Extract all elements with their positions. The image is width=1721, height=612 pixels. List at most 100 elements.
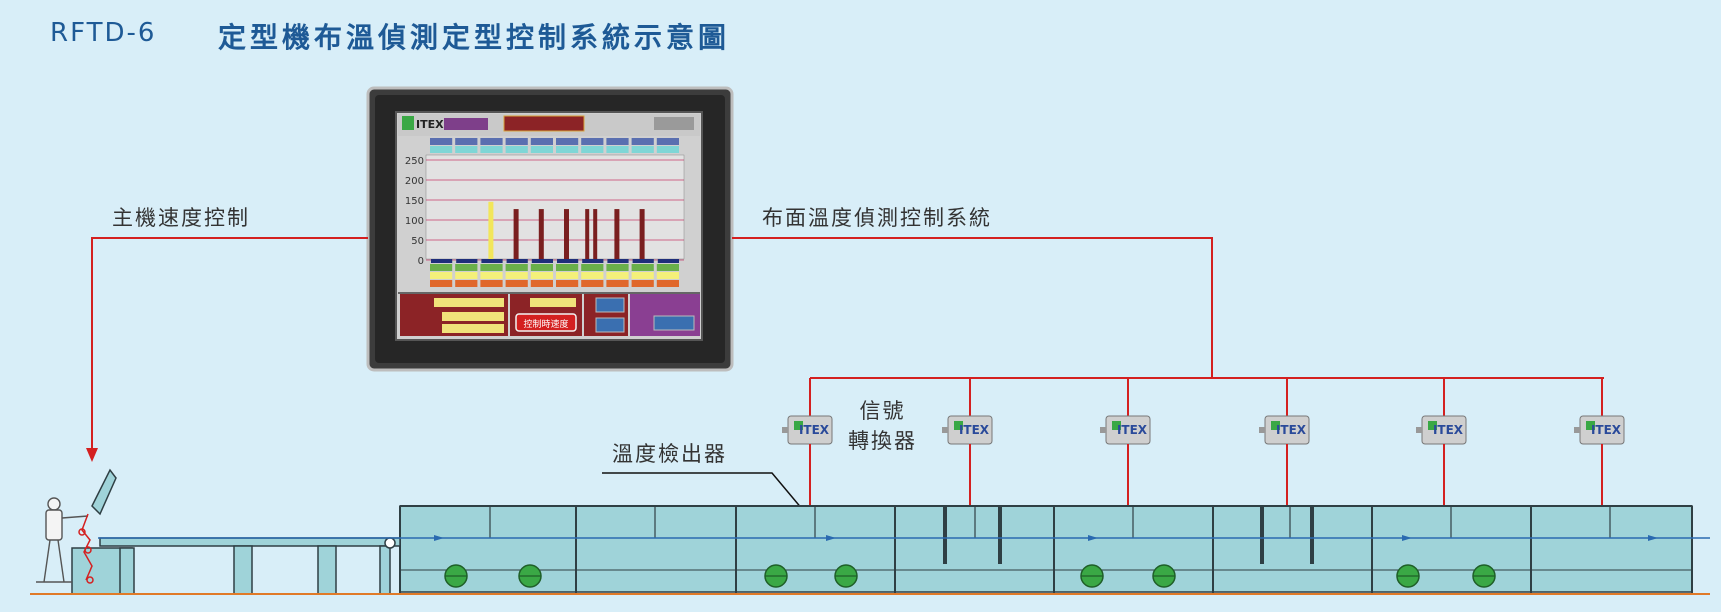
hmi-y-tick: 150 bbox=[405, 196, 424, 207]
hmi-zone-tab bbox=[531, 138, 553, 145]
hmi-touchscreen: ITEX 250200150100500 控制時速度 bbox=[368, 88, 732, 370]
hmi-cell-green bbox=[556, 264, 578, 271]
hmi-zone-tab bbox=[606, 138, 628, 145]
hmi-zone-tab bbox=[556, 138, 578, 145]
hmi-cell-orange bbox=[606, 280, 628, 287]
hmi-cell-yellow bbox=[430, 272, 452, 279]
hmi-cell-orange bbox=[506, 280, 528, 287]
roller bbox=[519, 565, 541, 587]
hmi-cell-yellow bbox=[506, 272, 528, 279]
hmi-bar bbox=[564, 209, 569, 259]
section-bar bbox=[998, 506, 1002, 564]
hmi-zone-value bbox=[632, 146, 654, 153]
hmi-cell-green bbox=[506, 264, 528, 271]
converter-brand: ITEX bbox=[959, 423, 990, 437]
converter-label-line1: 信號 bbox=[848, 396, 917, 426]
hmi-bar bbox=[488, 202, 493, 259]
hmi-bar bbox=[614, 209, 619, 259]
roller bbox=[1397, 565, 1419, 587]
hmi-cell-green bbox=[480, 264, 502, 271]
hmi-cell-orange bbox=[657, 280, 679, 287]
hmi-cell-yellow bbox=[606, 272, 628, 279]
hmi-y-tick: 0 bbox=[418, 256, 424, 267]
hmi-cell-orange bbox=[480, 280, 502, 287]
converter-brand: ITEX bbox=[1117, 423, 1148, 437]
hmi-y-tick: 250 bbox=[405, 156, 424, 167]
hmi-y-tick: 200 bbox=[405, 176, 424, 187]
speed-arrowhead bbox=[86, 448, 98, 462]
signal-converter: ITEX bbox=[942, 416, 992, 444]
hmi-dot-row bbox=[481, 259, 502, 263]
hmi-control-button-label: 控制時速度 bbox=[523, 318, 568, 330]
roller bbox=[1081, 565, 1103, 587]
hmi-dot-row bbox=[532, 259, 553, 263]
hmi-zone-tab bbox=[506, 138, 528, 145]
hmi-zone-value bbox=[531, 146, 553, 153]
hmi-cell-yellow bbox=[480, 272, 502, 279]
hmi-zone-tab bbox=[632, 138, 654, 145]
signal-converter-label: 信號 轉換器 bbox=[848, 396, 917, 456]
roller bbox=[1153, 565, 1175, 587]
hmi-cell-green bbox=[581, 264, 603, 271]
hmi-zone-value bbox=[430, 146, 452, 153]
stenter-machine bbox=[400, 506, 1692, 594]
signal-converter: ITEX bbox=[1259, 416, 1309, 444]
hmi-cell-green bbox=[531, 264, 553, 271]
hmi-dot-row bbox=[658, 259, 679, 263]
hmi-bar bbox=[640, 209, 645, 259]
roller bbox=[1473, 565, 1495, 587]
hmi-cell-orange bbox=[455, 280, 477, 287]
hmi-zone-value bbox=[506, 146, 528, 153]
hmi-zone-value bbox=[581, 146, 603, 153]
converter-brand: ITEX bbox=[799, 423, 830, 437]
hmi-zone-tab bbox=[581, 138, 603, 145]
hmi-bar bbox=[585, 209, 589, 259]
hmi-dot-row bbox=[507, 259, 528, 263]
section-bar bbox=[1260, 506, 1264, 564]
converter-brand: ITEX bbox=[1276, 423, 1307, 437]
hmi-zone-tab bbox=[657, 138, 679, 145]
temp-sensor-label: 溫度檢出器 bbox=[612, 438, 727, 468]
hmi-cell-orange bbox=[556, 280, 578, 287]
hmi-cell-yellow bbox=[581, 272, 603, 279]
hmi-cell-green bbox=[657, 264, 679, 271]
hmi-cell-yellow bbox=[556, 272, 578, 279]
hmi-cell-yellow bbox=[455, 272, 477, 279]
roller bbox=[765, 565, 787, 587]
hmi-bar bbox=[593, 209, 597, 259]
hmi-cell-orange bbox=[430, 280, 452, 287]
hmi-dot-row bbox=[456, 259, 477, 263]
signal-converter: ITEX bbox=[1100, 416, 1150, 444]
hmi-cell-green bbox=[632, 264, 654, 271]
section-bar bbox=[943, 506, 947, 564]
hmi-cell-yellow bbox=[657, 272, 679, 279]
hmi-zone-value bbox=[606, 146, 628, 153]
hmi-cell-yellow bbox=[531, 272, 553, 279]
hmi-brand: ITEX bbox=[416, 118, 444, 131]
hmi-zone-value bbox=[455, 146, 477, 153]
roller bbox=[445, 565, 467, 587]
hmi-dot-row bbox=[582, 259, 603, 263]
hmi-cell-green bbox=[455, 264, 477, 271]
hmi-cell-green bbox=[430, 264, 452, 271]
hmi-dot-row bbox=[557, 259, 578, 263]
speed-control-label: 主機速度控制 bbox=[112, 202, 250, 232]
hmi-dot-row bbox=[431, 259, 452, 263]
hmi-zone-tab bbox=[480, 138, 502, 145]
signal-converter: ITEX bbox=[1416, 416, 1466, 444]
hmi-zone-value bbox=[556, 146, 578, 153]
hmi-bar bbox=[514, 209, 519, 259]
section-bar bbox=[1310, 506, 1314, 564]
hmi-dot-row bbox=[607, 259, 628, 263]
hmi-cell-orange bbox=[531, 280, 553, 287]
hmi-zone-tab bbox=[455, 138, 477, 145]
hmi-cell-green bbox=[606, 264, 628, 271]
hmi-zone-tab bbox=[430, 138, 452, 145]
entry-frame bbox=[72, 470, 400, 594]
temp-system-label: 布面溫度偵測控制系統 bbox=[762, 202, 992, 232]
converter-brand: ITEX bbox=[1591, 423, 1622, 437]
converter-brand: ITEX bbox=[1433, 423, 1464, 437]
hmi-cell-orange bbox=[581, 280, 603, 287]
hmi-dot-row bbox=[633, 259, 654, 263]
